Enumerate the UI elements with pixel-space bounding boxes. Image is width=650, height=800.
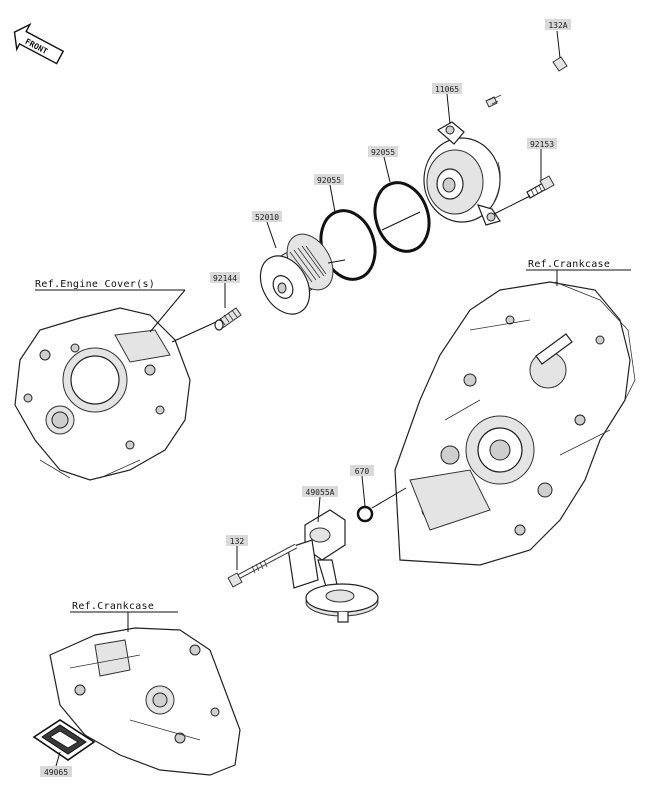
engine-cover	[14, 307, 191, 481]
callout-11065[interactable]: 11065	[432, 83, 462, 94]
callout-92144[interactable]: 92144	[210, 272, 240, 283]
callout-49065[interactable]: 49065	[40, 766, 72, 777]
svg-text:52010: 52010	[255, 213, 279, 222]
ref-crankcase-left-label: Ref.Crankcase	[72, 601, 154, 612]
front-arrow-icon: FRONT	[13, 22, 65, 65]
svg-text:11065: 11065	[435, 85, 459, 94]
callout-92055-lower[interactable]: 92055	[314, 174, 344, 185]
oil-strainer-49055a	[287, 509, 379, 623]
callout-92153[interactable]: 92153	[527, 138, 557, 149]
svg-text:49065: 49065	[44, 768, 68, 777]
oil-filter-52010	[259, 233, 334, 315]
callout-49055a[interactable]: 49055A	[302, 486, 338, 497]
svg-text:92055: 92055	[317, 176, 341, 185]
svg-text:132: 132	[230, 537, 245, 546]
o-ring-670	[356, 505, 374, 523]
o-ring-92055-b	[373, 181, 431, 253]
screen-49065	[32, 719, 96, 761]
bolt-132a	[485, 56, 568, 108]
bolt-132	[227, 543, 298, 588]
ref-crankcase-right-label: Ref.Crankcase	[528, 259, 610, 270]
callout-670[interactable]: 670	[350, 465, 374, 476]
ref-engine-cover-label: Ref.Engine Cover(s)	[35, 279, 155, 290]
svg-text:670: 670	[355, 467, 370, 476]
spring-92144	[214, 307, 242, 331]
crankcase-right	[394, 281, 636, 566]
svg-text:92144: 92144	[213, 274, 237, 283]
svg-text:49055A: 49055A	[306, 488, 335, 497]
leader-lines	[35, 30, 631, 767]
svg-text:132A: 132A	[548, 21, 567, 30]
callout-52010[interactable]: 52010	[252, 211, 282, 222]
crankcase-lower	[49, 627, 241, 776]
svg-text:92055: 92055	[371, 148, 395, 157]
callout-92055-upper[interactable]: 92055	[368, 146, 398, 157]
oil-filter-cover-11065	[423, 121, 501, 226]
callout-132[interactable]: 132	[226, 535, 248, 546]
callout-132a[interactable]: 132A	[545, 19, 571, 30]
svg-text:92153: 92153	[530, 140, 554, 149]
